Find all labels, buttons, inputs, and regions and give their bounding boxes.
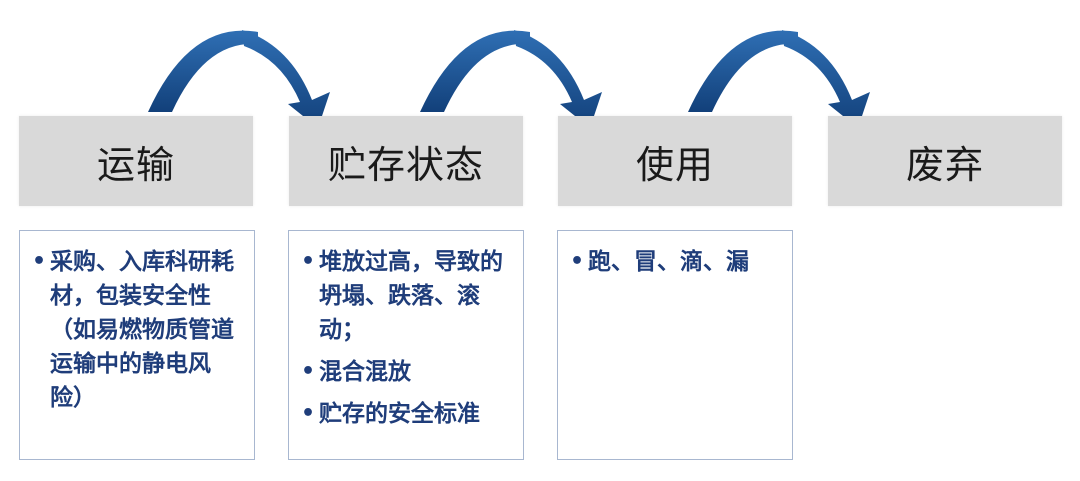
list-item: 贮存的安全标准 xyxy=(301,397,513,431)
stage-title: 使用 xyxy=(635,142,714,187)
list-item: 堆放过高，导致的坍塌、跌落、滚动； xyxy=(301,245,513,347)
stage-detail-usage: 跑、冒、滴、漏 xyxy=(557,230,793,460)
stage-title: 运输 xyxy=(96,142,175,187)
stage-header-usage: 使用 xyxy=(558,116,792,206)
list-item: 跑、冒、滴、漏 xyxy=(570,245,782,279)
list-item: 混合混放 xyxy=(301,355,513,389)
stage-title: 贮存状态 xyxy=(327,142,484,187)
stage-header-disposal: 废弃 xyxy=(828,116,1062,206)
stage-header-storage: 贮存状态 xyxy=(289,116,523,206)
curved-arrow-1-icon xyxy=(148,30,330,128)
curved-arrow-2-icon xyxy=(420,30,602,128)
stage-detail-transport: 采购、入库科研耗材，包装安全性（如易燃物质管道运输中的静电风险） xyxy=(19,230,255,460)
stage-header-transport: 运输 xyxy=(19,116,253,206)
curved-arrow-3-icon xyxy=(688,30,870,128)
stage-title: 废弃 xyxy=(905,142,984,187)
list-item: 采购、入库科研耗材，包装安全性（如易燃物质管道运输中的静电风险） xyxy=(32,245,244,415)
stage-detail-storage: 堆放过高，导致的坍塌、跌落、滚动； 混合混放 贮存的安全标准 xyxy=(288,230,524,460)
